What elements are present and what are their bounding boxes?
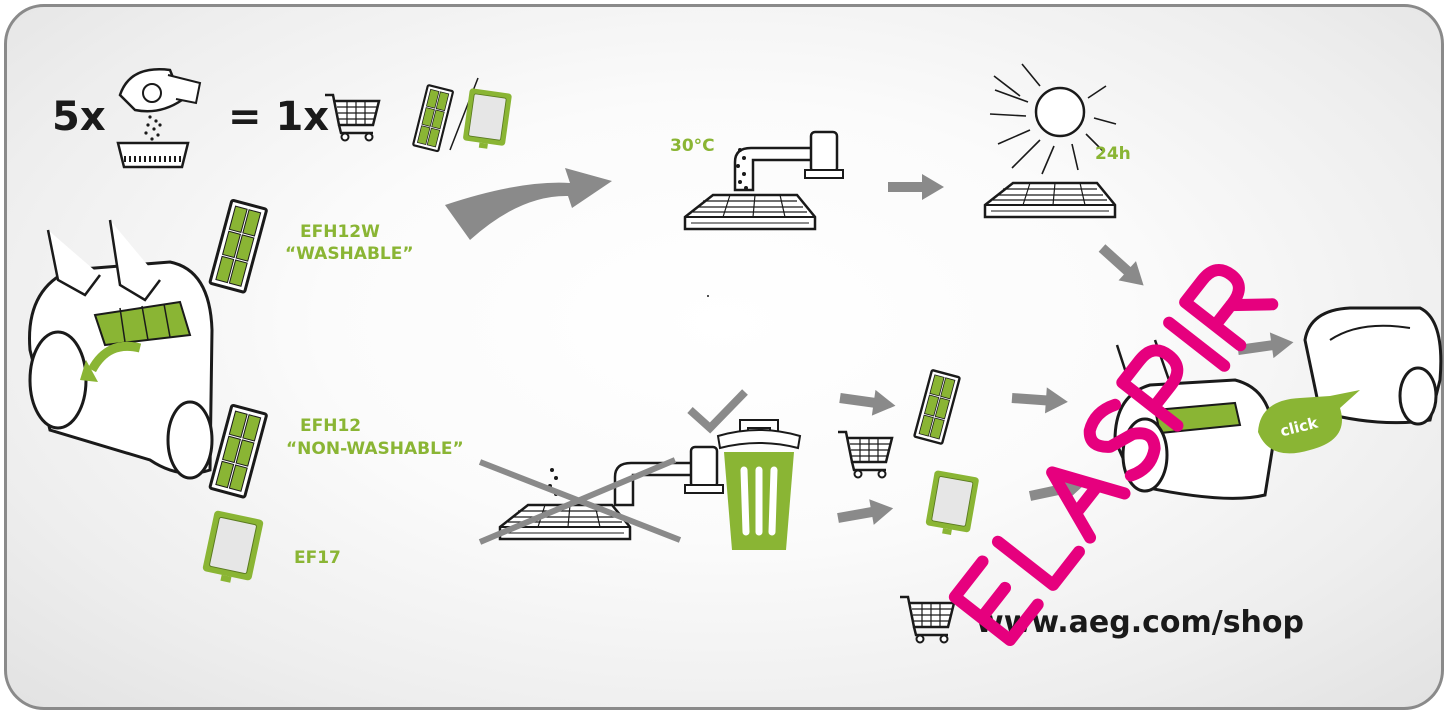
replacement-cart-icon xyxy=(838,432,892,478)
wash-temperature-label: 30°C xyxy=(670,136,715,157)
efh12-model-label: EFH12 xyxy=(300,416,361,437)
washing-filter-tray xyxy=(685,195,815,229)
washable-route-arrow xyxy=(445,168,612,240)
efh12w-filter-icon xyxy=(210,200,267,292)
formula-left: 5x xyxy=(52,94,106,140)
illustration-canvas xyxy=(0,0,1447,659)
arrow-to-new-filter xyxy=(838,385,897,419)
efh12-type-label: “NON-WASHABLE” xyxy=(286,439,464,460)
washable-filter-icon xyxy=(413,85,453,151)
ef17-label: EF17 xyxy=(294,548,341,569)
new-ef17-filter-icon xyxy=(924,470,979,538)
ef17-flat-filter-icon xyxy=(201,510,264,587)
formula-right: = 1x xyxy=(228,94,329,140)
shop-url-link[interactable]: www.aeg.com/shop xyxy=(976,605,1304,640)
arrow-to-closed-vacuum xyxy=(1236,329,1295,363)
faucet-icon xyxy=(735,132,843,190)
arrow-to-new-flat-filter xyxy=(836,495,896,530)
efh12-filter-icon xyxy=(210,405,267,497)
dry-time-label: 24h xyxy=(1095,144,1131,165)
trash-bin-icon xyxy=(718,420,800,550)
vacuum-insert-filter-illustration xyxy=(1115,340,1273,498)
efh12w-type-label: “WASHABLE” xyxy=(285,244,414,265)
efh12w-model-label: EFH12W xyxy=(300,222,380,243)
arrow-to-drying xyxy=(888,174,944,200)
arrow-to-reassembly xyxy=(1093,238,1152,295)
new-efh12-filter-icon xyxy=(914,370,960,444)
cart-icon xyxy=(325,95,379,141)
vacuum-open-lid-illustration xyxy=(30,220,213,478)
arrow-from-new-filter xyxy=(1011,385,1069,415)
drying-filter-tray xyxy=(985,183,1115,217)
shop-cart-icon xyxy=(900,597,954,643)
dust-container-icon xyxy=(118,69,200,167)
stray-dot xyxy=(707,295,709,297)
check-icon xyxy=(690,392,745,428)
ef17-filter-icon xyxy=(462,88,512,151)
arrow-from-new-flat-filter xyxy=(1027,472,1087,509)
